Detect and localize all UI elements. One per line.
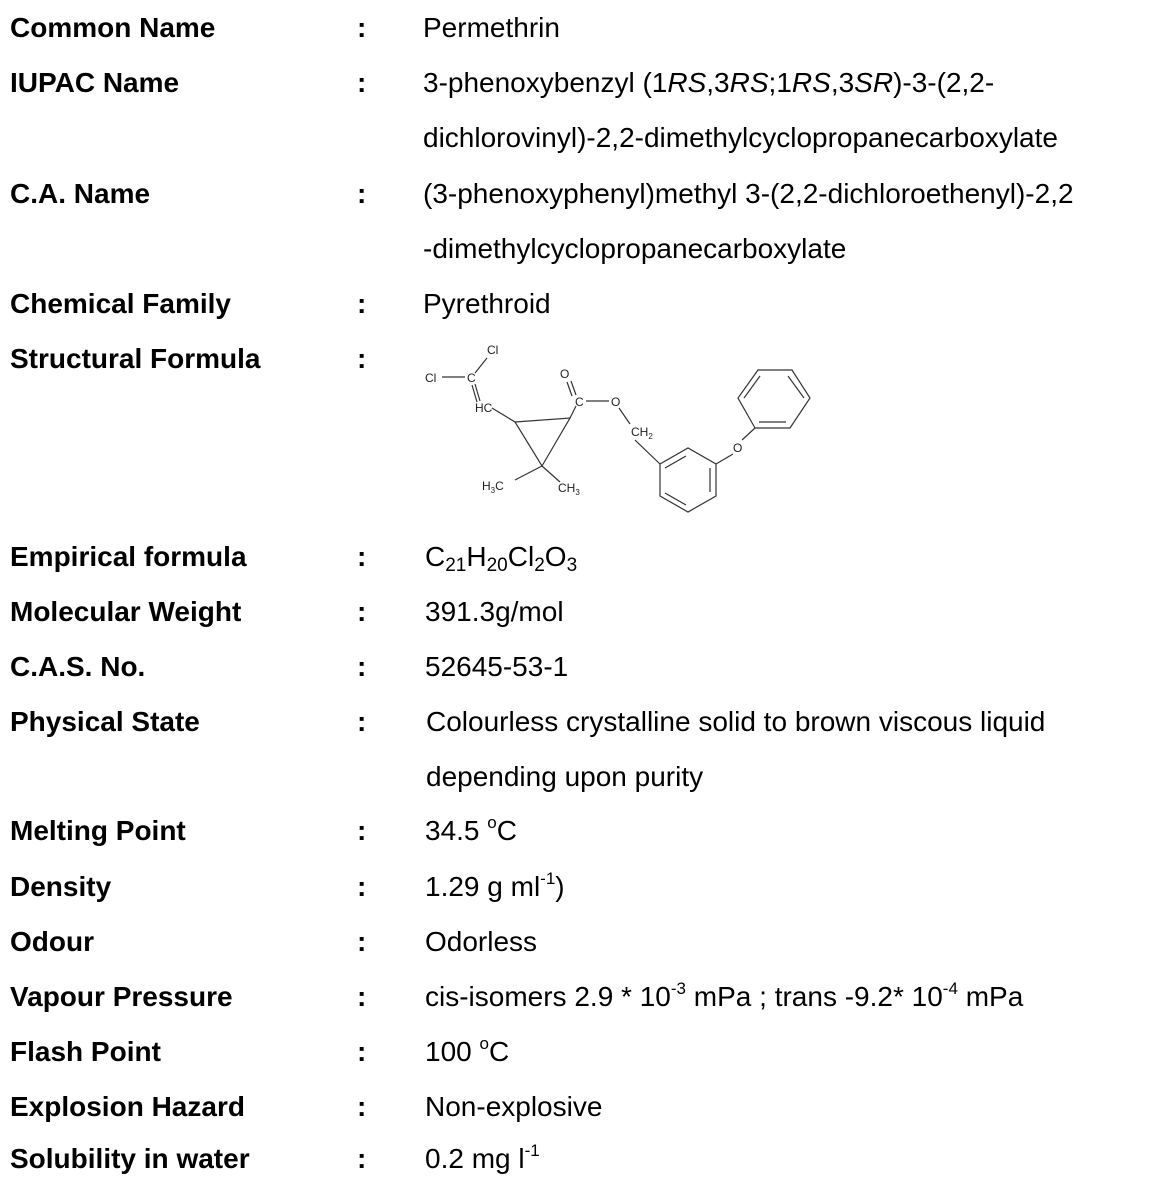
atom-cl-top: Cl — [487, 343, 498, 357]
label-ca-name: C.A. Name — [10, 178, 151, 209]
atom-o-ether: O — [733, 441, 742, 455]
value-vapour-pressure: cis-isomers 2.9 * 10-3 mPa ; trans -9.2*… — [425, 979, 1024, 1012]
value-flash-point: 100 oC — [425, 1034, 510, 1067]
value-empirical-formula: C21H20Cl2O3 — [425, 541, 578, 576]
separator-colon: : — [357, 288, 367, 319]
value-solubility: 0.2 mg l-1 — [425, 1141, 540, 1174]
label-physical-state: Physical State — [10, 706, 200, 737]
label-chemical-family: Chemical Family — [10, 288, 231, 319]
separator-colon: : — [357, 343, 367, 374]
separator-colon: : — [357, 67, 367, 98]
value-chemical-family: Pyrethroid — [423, 288, 551, 319]
label-flash-point: Flash Point — [10, 1036, 161, 1067]
atom-cl-left: Cl — [425, 371, 436, 385]
separator-colon: : — [357, 981, 367, 1012]
label-density: Density — [10, 871, 112, 902]
label-structural-formula: Structural Formula — [10, 343, 261, 374]
value-odour: Odorless — [425, 926, 538, 957]
separator-colon: : — [357, 1091, 367, 1122]
separator-colon: : — [357, 12, 367, 43]
value-density: 1.29 g ml-1) — [425, 869, 565, 902]
atom-c-vinyl: C — [467, 371, 476, 385]
separator-colon: : — [357, 815, 367, 846]
separator-colon: : — [357, 1143, 367, 1174]
atom-h3c: H3C — [482, 479, 504, 495]
atom-ch2: CH2 — [631, 425, 653, 441]
atom-o-ester: O — [611, 395, 620, 409]
value-iupac-name-line2: dichlorovinyl)-2,2-dimethylcyclopropanec… — [423, 122, 1058, 153]
separator-colon: : — [357, 596, 367, 627]
separator-colon: : — [357, 178, 367, 209]
value-common-name: Permethrin — [423, 12, 560, 43]
separator-colon: : — [357, 926, 367, 957]
label-odour: Odour — [10, 926, 94, 957]
label-cas-no: C.A.S. No. — [10, 651, 146, 682]
permethrin-structure-diagram: Cl Cl C HC H3C CH3 C O O CH2 O — [425, 343, 811, 513]
value-cas-no: 52645-53-1 — [425, 651, 569, 682]
value-ca-name-line2: -dimethylcyclopropanecarboxylate — [423, 233, 847, 264]
atom-hc: HC — [475, 401, 493, 415]
value-melting-point: 34.5 oC — [425, 813, 517, 846]
separator-colon: : — [357, 1036, 367, 1067]
label-solubility: Solubility in water — [10, 1143, 250, 1174]
value-physical-state-line1: Colourless crystalline solid to brown vi… — [426, 706, 1046, 737]
value-iupac-name-line1: 3-phenoxybenzyl (1RS,3RS;1RS,3SR)-3-(2,2… — [423, 67, 995, 98]
value-physical-state-line2: depending upon purity — [426, 761, 704, 792]
separator-colon: : — [357, 651, 367, 682]
atom-c-ester: C — [575, 395, 584, 409]
value-explosion-hazard: Non-explosive — [425, 1091, 603, 1122]
label-iupac-name: IUPAC Name — [10, 67, 180, 98]
label-common-name: Common Name — [10, 12, 216, 43]
atom-ch3: CH3 — [558, 481, 580, 497]
label-molecular-weight: Molecular Weight — [10, 596, 242, 627]
label-vapour-pressure: Vapour Pressure — [10, 981, 233, 1012]
value-ca-name-line1: (3-phenoxyphenyl)methyl 3-(2,2-dichloroe… — [423, 178, 1074, 209]
value-molecular-weight: 391.3g/mol — [425, 596, 564, 627]
label-empirical-formula: Empirical formula — [10, 541, 247, 572]
atom-o-carbonyl: O — [560, 367, 569, 381]
separator-colon: : — [357, 706, 367, 737]
label-melting-point: Melting Point — [10, 815, 186, 846]
label-explosion-hazard: Explosion Hazard — [10, 1091, 245, 1122]
separator-colon: : — [357, 541, 367, 572]
separator-colon: : — [357, 871, 367, 902]
